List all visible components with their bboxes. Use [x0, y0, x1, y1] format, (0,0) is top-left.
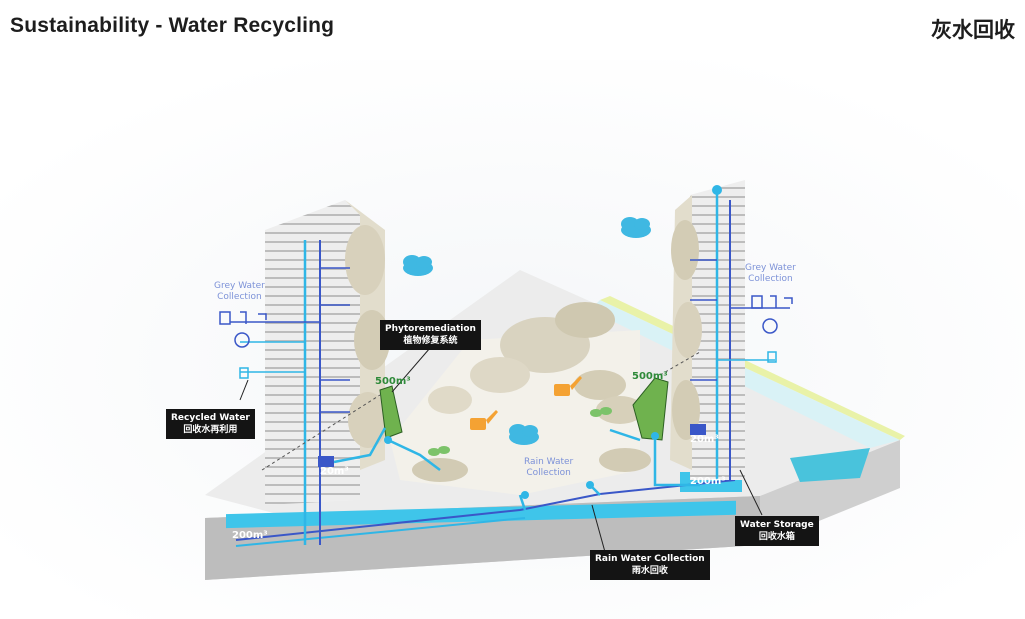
washing-machine-icon: [234, 332, 250, 348]
node-2: [651, 432, 659, 440]
rain-water-center-line2: Collection: [526, 468, 571, 478]
water-storage-en: Water Storage: [740, 520, 814, 530]
rock-formations: [412, 302, 651, 482]
toilet-icon: [239, 367, 249, 379]
grey-water-label-left: Grey Water Collection: [214, 281, 265, 303]
volume-wetland-left: 500m³: [375, 376, 411, 387]
cloud-icon: [403, 255, 433, 276]
sink-icon: [751, 295, 763, 309]
grey-water-label-right: Grey Water Collection: [745, 263, 796, 285]
volume-tank-right-small: 20m³: [690, 434, 719, 445]
small-tank-right: [690, 424, 706, 435]
phytoremediation-en: Phytoremediation: [385, 324, 476, 334]
volume-wetland-right: 500m³: [632, 371, 668, 382]
rain-water-label-center: Rain Water Collection: [524, 457, 573, 479]
washing-machine-icon: [762, 318, 778, 334]
node-4: [521, 491, 529, 499]
wetland-right: [632, 377, 669, 441]
cloud-icon: [621, 217, 651, 238]
grey-water-left-line2: Collection: [217, 292, 262, 302]
plant-sprout-icon: [428, 446, 450, 456]
rain-water-collection-en: Rain Water Collection: [595, 554, 705, 564]
volume-storage-left: 200m³: [232, 530, 268, 541]
grey-water-right-line2: Collection: [748, 274, 793, 284]
sink-icon: [219, 311, 231, 325]
wetland-left: [379, 385, 403, 439]
water-storage-label: Water Storage 回收水箱: [735, 516, 819, 546]
node-1: [384, 436, 392, 444]
canal-cut: [790, 448, 870, 482]
page-title: Sustainability - Water Recycling: [10, 14, 335, 37]
grey-water-right-line1: Grey Water: [745, 263, 796, 273]
plant-sprout-icon: [590, 407, 612, 417]
grey-water-left-line1: Grey Water: [214, 281, 265, 291]
volume-tank-left-small: 20m³: [320, 466, 349, 477]
shower-icon: [770, 295, 777, 308]
watering-can-icon: [470, 410, 498, 430]
dashed-guides: [261, 351, 701, 471]
phytoremediation-cn: 植物修复系统: [403, 336, 458, 346]
page-title-chinese: 灰水回收: [931, 18, 1015, 42]
leader-lines: [239, 347, 763, 553]
node-3: [586, 481, 594, 489]
watering-can-icon: [554, 376, 582, 396]
left-feed-lines: [230, 267, 350, 413]
recycled-water-label: Recycled Water 回收水再利用: [166, 409, 255, 439]
courtyard: [390, 330, 640, 495]
phytoremediation-label: Phytoremediation 植物修复系统: [380, 320, 481, 350]
rain-water-collection-cn: 雨水回收: [631, 566, 668, 576]
right-pipe-top-node: [712, 185, 722, 195]
shower-icon: [240, 311, 247, 324]
courtyard-pipes: [333, 427, 700, 511]
water-storage-cn: 回收水箱: [758, 532, 795, 542]
rain-water-center-line1: Rain Water: [524, 457, 574, 467]
pipe-underground: [235, 479, 736, 541]
recycled-water-cn: 回收水再利用: [183, 425, 238, 435]
small-tank-left: [318, 456, 334, 467]
left-tower: [265, 200, 390, 505]
faucet-icon: [784, 297, 793, 304]
volume-storage-right: 200m³: [690, 476, 726, 487]
recycled-water-en: Recycled Water: [171, 413, 250, 423]
cloud-icon: [509, 424, 539, 445]
pipe-underground-2: [235, 517, 526, 547]
toilet-icon: [767, 351, 777, 363]
rain-water-collection-label: Rain Water Collection 雨水回收: [590, 550, 710, 580]
faucet-icon: [258, 313, 267, 320]
